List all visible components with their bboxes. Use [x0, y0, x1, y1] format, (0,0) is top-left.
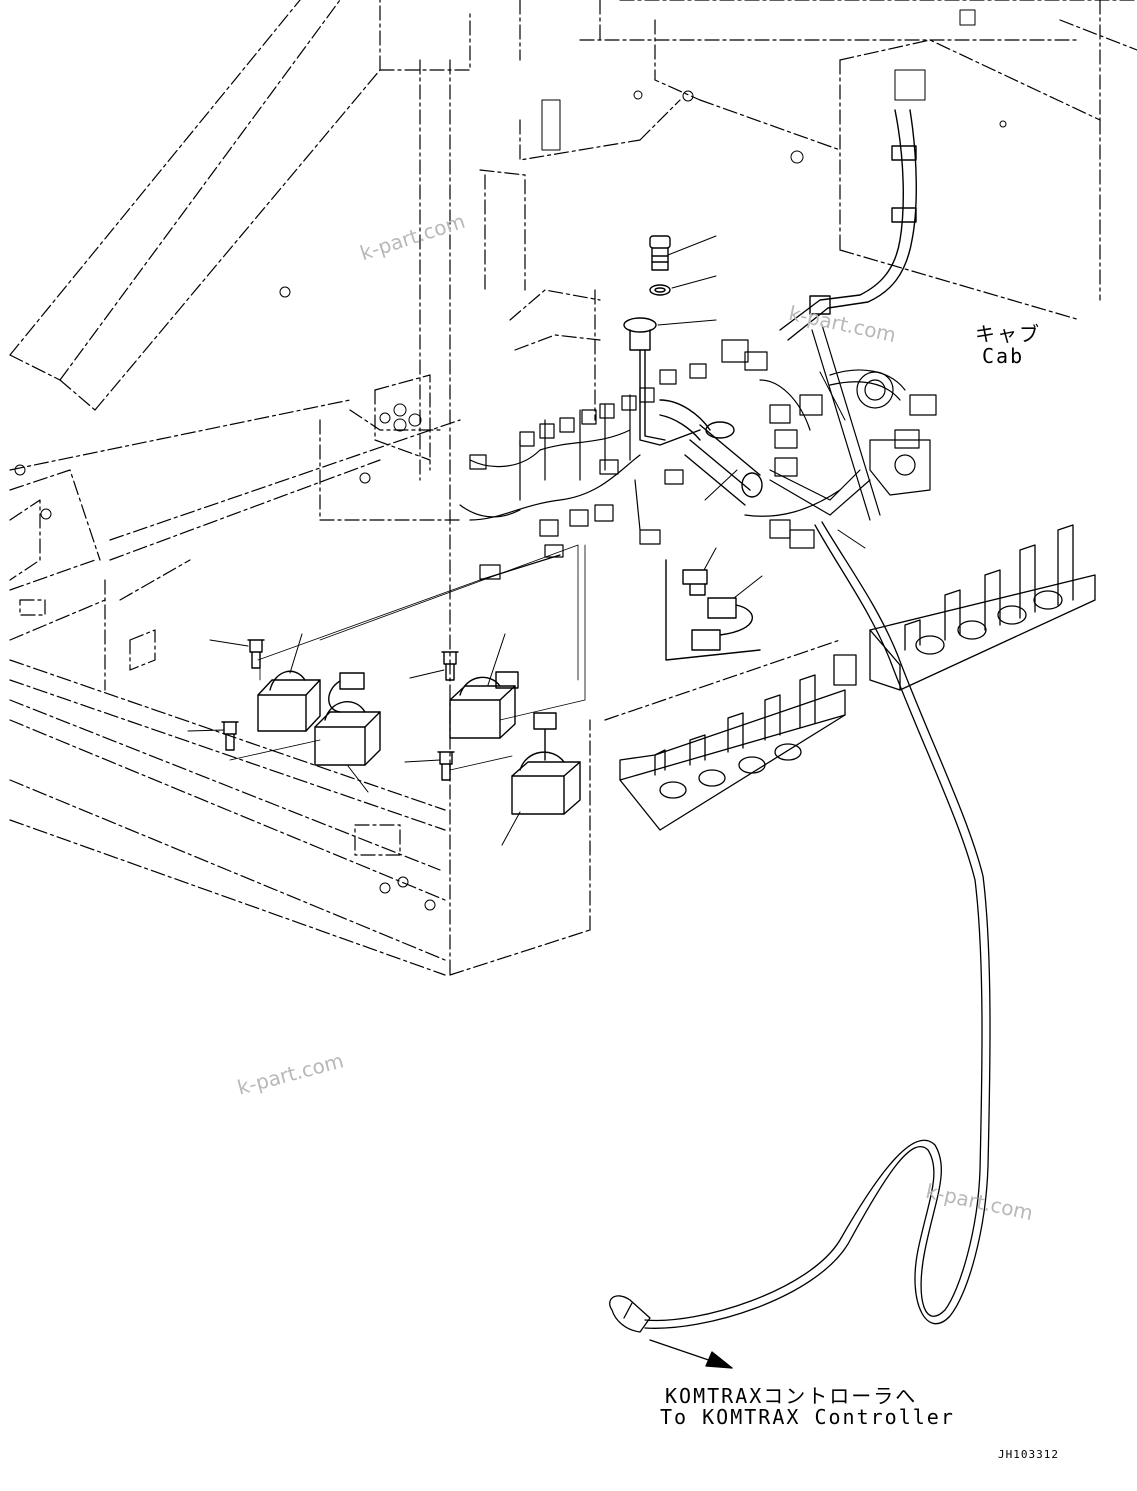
cab-details: [14, 9, 1007, 911]
small-components: [665, 559, 761, 661]
cab-label-en: Cab: [982, 344, 1025, 368]
controller-cable: [609, 521, 991, 1369]
conduit: [659, 399, 763, 506]
floor-brackets: [619, 524, 1096, 831]
relays: [221, 544, 586, 815]
cab-label-jp: キャブ: [975, 322, 1041, 346]
destination-label-en: To KOMTRAX Controller: [660, 1405, 955, 1429]
figure-id: JH103312: [998, 1448, 1059, 1461]
destination-label-jp: KOMTRAXコントローラへ: [665, 1384, 918, 1408]
leader-lines: [187, 235, 866, 846]
lamp-socket-assembly: [623, 235, 701, 446]
pillar-harness: [779, 109, 917, 341]
cab-frame-phantom: [9, 0, 1137, 976]
connector-cluster: [459, 324, 937, 581]
